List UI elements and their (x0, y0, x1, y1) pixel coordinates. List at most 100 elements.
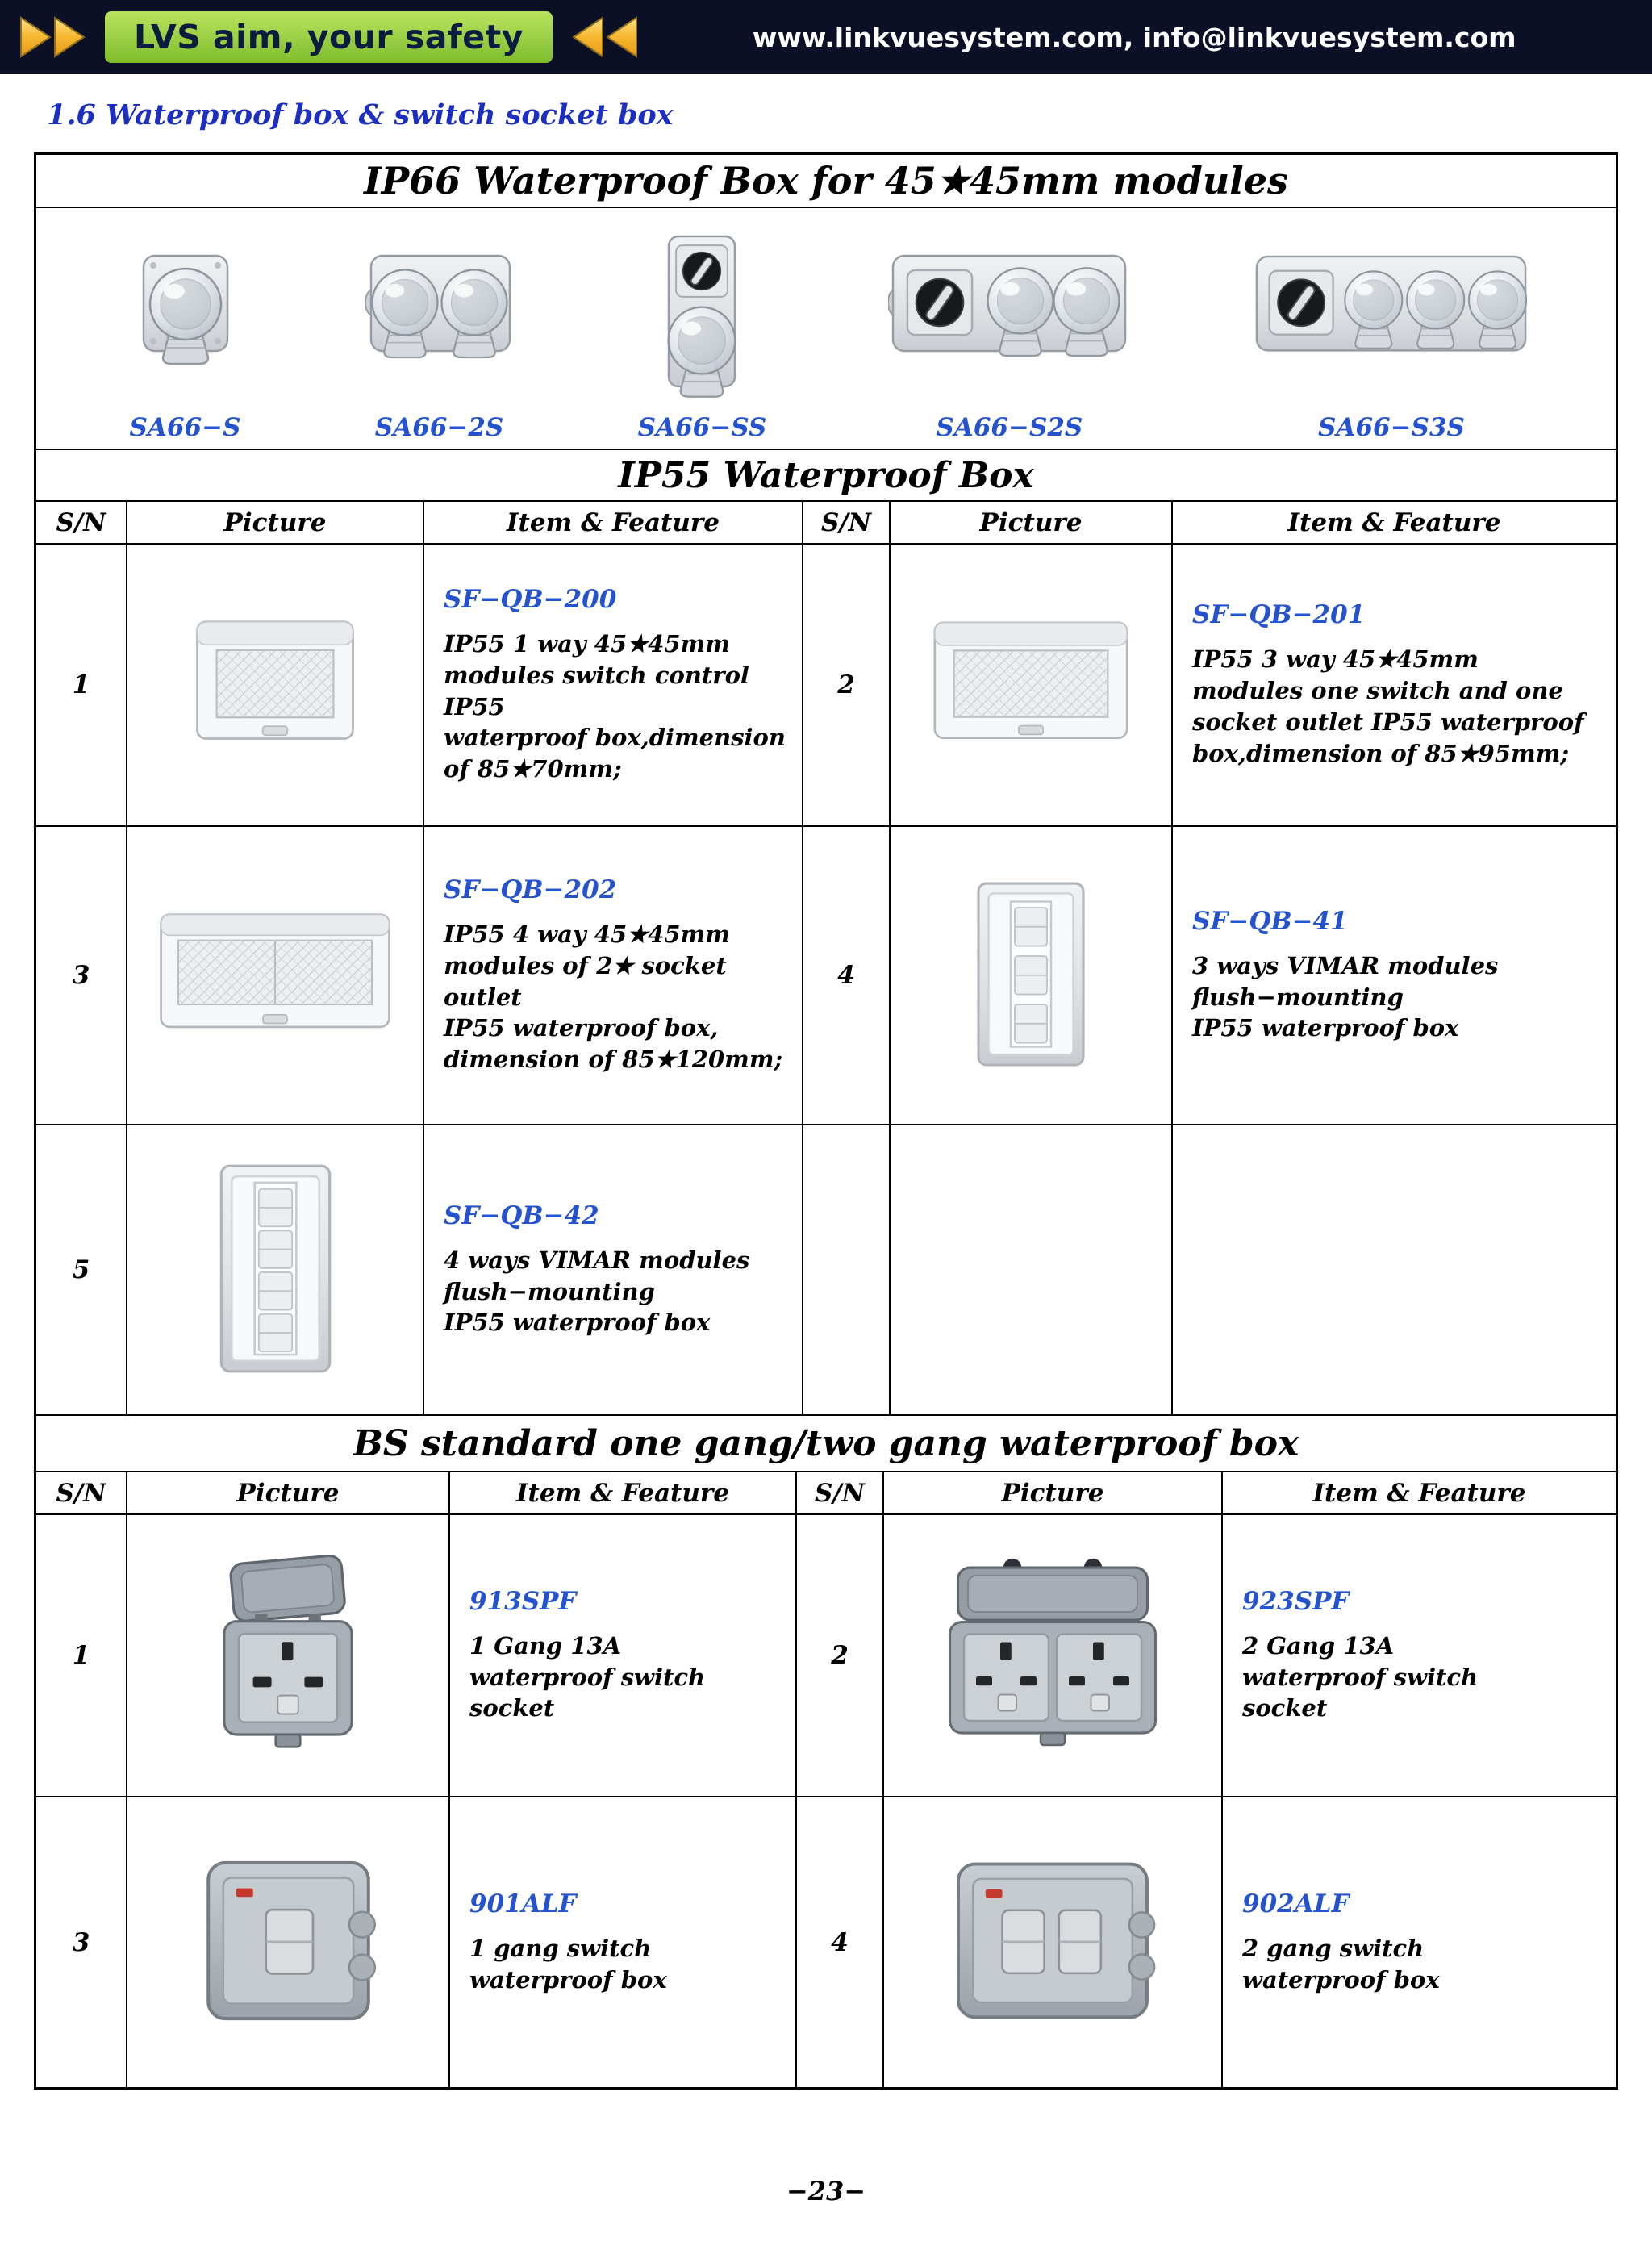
product-label: SA66−S (129, 413, 241, 442)
ip55-table: S/N Picture Item & Feature S/N Picture I… (36, 502, 1616, 1416)
product-code: 902ALF (1242, 1889, 1350, 1918)
product-label: SA66−2S (374, 413, 504, 442)
col-header-picture: Picture (890, 502, 1173, 545)
product-code: SF−QB−202 (444, 875, 617, 904)
product-code: 913SPF (469, 1586, 577, 1616)
page-number: −23− (786, 2176, 866, 2207)
product-feature: IP55 4 way 45★45mm modules of 2★ socket … (444, 920, 783, 1074)
product-feature: IP55 1 way 45★45mm modules switch contro… (444, 629, 786, 783)
product-image-902alf (948, 1850, 1158, 2031)
product-image-sa66-s2s (888, 219, 1130, 410)
col-header-item: Item & Feature (1222, 1472, 1616, 1515)
item-cell: SF−QB−200 IP55 1 way 45★45mm modules swi… (423, 544, 803, 827)
sn-cell: 1 (36, 544, 127, 827)
catalog-table: IP66 Waterproof Box for 45★45mm modules … (34, 152, 1618, 2090)
double-chevron-right-icon (20, 16, 86, 58)
item-cell: SF−QB−41 3 ways VIMAR modules flush−moun… (1172, 826, 1616, 1125)
product-image-sa66-s (137, 219, 234, 410)
table-row: 1 SF−QB−200 IP55 1 way 45★45mm modules s… (36, 544, 1616, 827)
item-cell: 901ALF 1 gang switch waterproof box (449, 1797, 797, 2087)
product-image-sf-qb-41 (970, 879, 1091, 1069)
product-image-sa66-2s (363, 219, 516, 410)
ip66-product-sa66-s: SA66−S (129, 219, 241, 442)
sn-cell: 4 (796, 1797, 884, 2087)
bs-table: S/N Picture Item & Feature S/N Picture I… (36, 1472, 1616, 2087)
col-header-item: Item & Feature (1172, 502, 1616, 545)
col-header-item: Item & Feature (423, 502, 803, 545)
sn-cell: 2 (803, 544, 891, 827)
product-image-sf-qb-201 (926, 615, 1136, 752)
sn-cell (803, 1125, 891, 1416)
picture-cell (127, 544, 424, 827)
product-code: 901ALF (469, 1889, 577, 1918)
col-header-picture: Picture (127, 1472, 450, 1515)
picture-cell-empty (890, 1125, 1173, 1416)
slogan-banner: LVS aim, your safety (105, 11, 553, 63)
picture-cell (127, 1797, 450, 2087)
ip66-product-sa66-s2s: SA66−S2S (888, 219, 1130, 442)
item-cell: 902ALF 2 gang switch waterproof box (1222, 1797, 1616, 2087)
picture-cell (127, 826, 424, 1125)
ip66-product-strip: SA66−S SA66−2S SA66−SS (36, 208, 1616, 450)
product-code: SF−QB−42 (444, 1200, 599, 1230)
sn-cell: 5 (36, 1125, 127, 1416)
product-image-sf-qb-200 (186, 615, 364, 752)
ip66-product-sa66-2s: SA66−2S (363, 219, 516, 442)
product-code: SF−QB−41 (1192, 906, 1348, 936)
picture-cell (890, 826, 1173, 1125)
product-image-913spf (195, 1554, 381, 1753)
product-code: SF−QB−201 (1192, 600, 1366, 630)
item-cell: 913SPF 1 Gang 13A waterproof switch sock… (449, 1514, 797, 1797)
product-image-sf-qb-42 (213, 1162, 338, 1376)
sn-cell: 3 (36, 826, 127, 1125)
col-header-sn: S/N (803, 502, 891, 545)
product-feature: 3 ways VIMAR modules flush−mounting IP55… (1192, 951, 1499, 1042)
product-code: 923SPF (1242, 1586, 1350, 1616)
product-feature: IP55 3 way 45★45mm modules one switch an… (1192, 645, 1584, 767)
col-header-sn: S/N (796, 1472, 884, 1515)
ip55-section-title: IP55 Waterproof Box (36, 450, 1616, 502)
slogan-text: LVS aim, your safety (134, 18, 524, 56)
product-feature: 2 gang switch waterproof box (1242, 1934, 1440, 1994)
sn-cell: 1 (36, 1514, 127, 1797)
bs-section-title: BS standard one gang/two gang waterproof… (36, 1416, 1616, 1472)
table-row: 3 SF−QB−202 IP55 4 way 45★45mm m (36, 826, 1616, 1125)
product-image-sf-qb-202 (154, 908, 396, 1041)
product-feature: 2 Gang 13A waterproof switch socket (1242, 1631, 1479, 1722)
product-label: SA66−SS (637, 413, 767, 442)
table-row: 3 901ALF 1 gang switch waterproo (36, 1797, 1616, 2087)
product-image-901alf (198, 1850, 379, 2031)
picture-cell (127, 1514, 450, 1797)
product-feature: 1 Gang 13A waterproof switch socket (469, 1631, 706, 1722)
item-cell: SF−QB−201 IP55 3 way 45★45mm modules one… (1172, 544, 1616, 827)
item-cell: SF−QB−202 IP55 4 way 45★45mm modules of … (423, 826, 803, 1125)
item-cell-empty (1172, 1125, 1616, 1416)
col-header-picture: Picture (127, 502, 424, 545)
product-image-sa66-ss (657, 219, 746, 410)
col-header-sn: S/N (36, 1472, 127, 1515)
product-feature: 1 gang switch waterproof box (469, 1934, 667, 1994)
col-header-picture: Picture (883, 1472, 1223, 1515)
sn-cell: 3 (36, 1797, 127, 2087)
section-heading: 1.6 Waterproof box & switch socket box (47, 98, 674, 132)
product-label: SA66−S2S (936, 413, 1083, 442)
item-cell: SF−QB−42 4 ways VIMAR modules flush−moun… (423, 1125, 803, 1416)
table-row: 5 (36, 1125, 1616, 1416)
col-header-item: Item & Feature (449, 1472, 797, 1515)
product-image-923spf (932, 1555, 1174, 1753)
product-image-sa66-s3s (1252, 219, 1530, 410)
table-row: 1 (36, 1514, 1616, 1797)
product-code: SF−QB−200 (444, 584, 617, 614)
sn-cell: 4 (803, 826, 891, 1125)
col-header-sn: S/N (36, 502, 127, 545)
contact-info: www.linkvuesystem.com, info@linkvuesyste… (752, 21, 1516, 53)
item-cell: 923SPF 2 Gang 13A waterproof switch sock… (1222, 1514, 1616, 1797)
ip66-section-title: IP66 Waterproof Box for 45★45mm modules (36, 155, 1616, 208)
picture-cell (883, 1514, 1223, 1797)
double-chevron-left-icon (572, 16, 637, 58)
picture-cell (883, 1797, 1223, 2087)
sn-cell: 2 (796, 1514, 884, 1797)
product-label: SA66−S3S (1318, 413, 1465, 442)
product-feature: 4 ways VIMAR modules flush−mounting IP55… (444, 1246, 750, 1337)
ip66-product-sa66-s3s: SA66−S3S (1252, 219, 1530, 442)
